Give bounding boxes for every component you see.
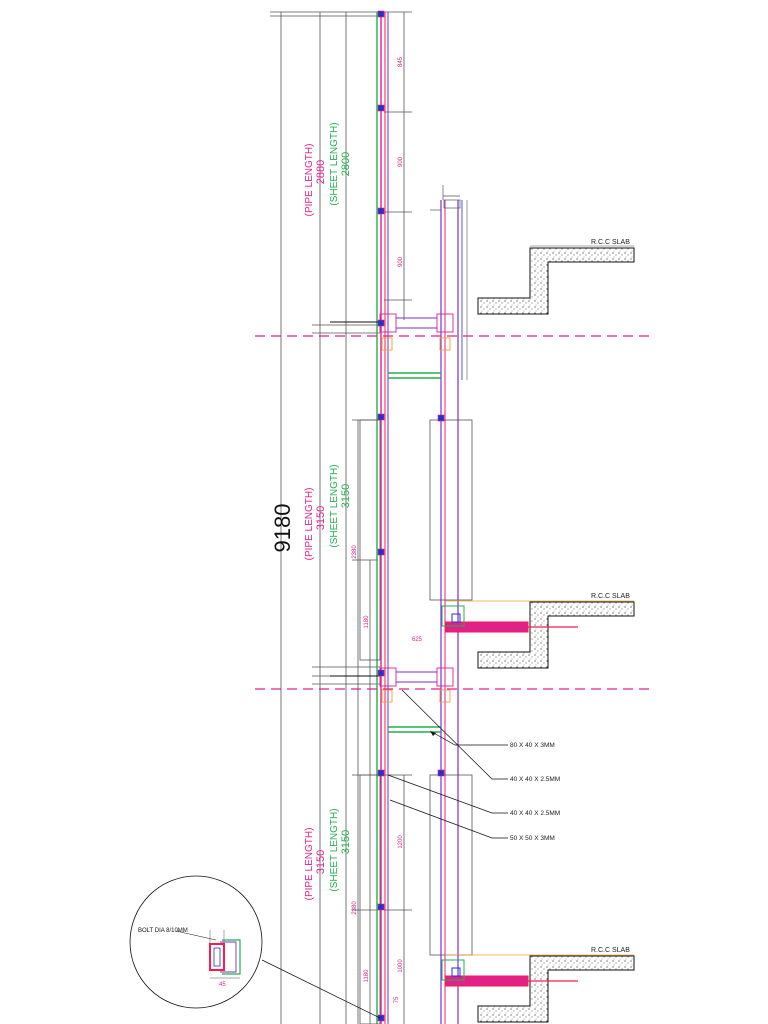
- slab-2: [441, 600, 635, 669]
- sheet-length-value-3: 3150: [340, 830, 352, 854]
- dim-845: 845: [398, 56, 404, 67]
- pipe-length-label-3: (PIPE LENGTH): [304, 828, 315, 901]
- dim-1180-b: 1180: [364, 969, 370, 983]
- pipe-length-value-1: 2880: [315, 160, 327, 184]
- member-annotation-4: 50 X 50 X 3MM: [510, 835, 555, 842]
- dim-1180-a: 1180: [364, 615, 370, 629]
- dim-900-b: 900: [398, 256, 404, 267]
- member-annotation-3: 40 X 40 X 2.5MM: [510, 810, 560, 817]
- sheet-length-value-1: 2800: [340, 152, 352, 176]
- dim-625: 625: [412, 637, 423, 643]
- slab-label-2: R.C.C SLAB: [591, 593, 630, 600]
- annotation-leaders: [387, 689, 508, 839]
- dim-2380-a: 2380: [352, 545, 358, 559]
- overall-dimension: 9180: [270, 504, 295, 553]
- sheet-length-label-1: (SHEET LENGTH): [329, 122, 340, 205]
- pipe-length-label-1: (PIPE LENGTH): [304, 144, 315, 217]
- arrow-head-1: [430, 731, 436, 736]
- sheet-length-label-2: (SHEET LENGTH): [329, 464, 340, 547]
- post-clamps: [377, 10, 445, 1022]
- main-posts: [376, 12, 468, 1024]
- dim-900-a: 900: [398, 156, 404, 167]
- pipe-length-value-3: 3150: [315, 850, 327, 874]
- member-annotation-2: 40 X 40 X 2.5MM: [510, 776, 560, 783]
- sheet-length-value-2: 3150: [340, 484, 352, 508]
- detail-dim-45: 45: [219, 982, 226, 988]
- slab-label-1: R.C.C SLAB: [591, 239, 630, 246]
- sheet-length-label-3: (SHEET LENGTH): [329, 808, 340, 891]
- dim-2380-b: 2380: [352, 901, 358, 915]
- slab-1: [477, 245, 635, 315]
- dim-1000: 1000: [398, 959, 404, 973]
- bolt-detail: BOLT DIA 8/10MM 45: [129, 875, 381, 1019]
- joint-assembly-1: [330, 313, 454, 351]
- horizontal-rails: [388, 372, 441, 733]
- floor-level-lines: [255, 335, 655, 690]
- slab-label-3: R.C.C SLAB: [591, 947, 630, 954]
- dim-1200: 1200: [398, 835, 404, 849]
- bolt-detail-label: BOLT DIA 8/10MM: [138, 928, 188, 934]
- pipe-length-label-2: (PIPE LENGTH): [304, 488, 315, 561]
- pipe-length-value-2: 3150: [315, 506, 327, 530]
- upper-rail-head: [430, 185, 461, 211]
- dim-75: 75: [394, 996, 400, 1003]
- member-annotation-1: 80 X 40 X 3MM: [510, 742, 555, 749]
- slab-3: [441, 954, 635, 1023]
- joint-assembly-2: [330, 667, 454, 703]
